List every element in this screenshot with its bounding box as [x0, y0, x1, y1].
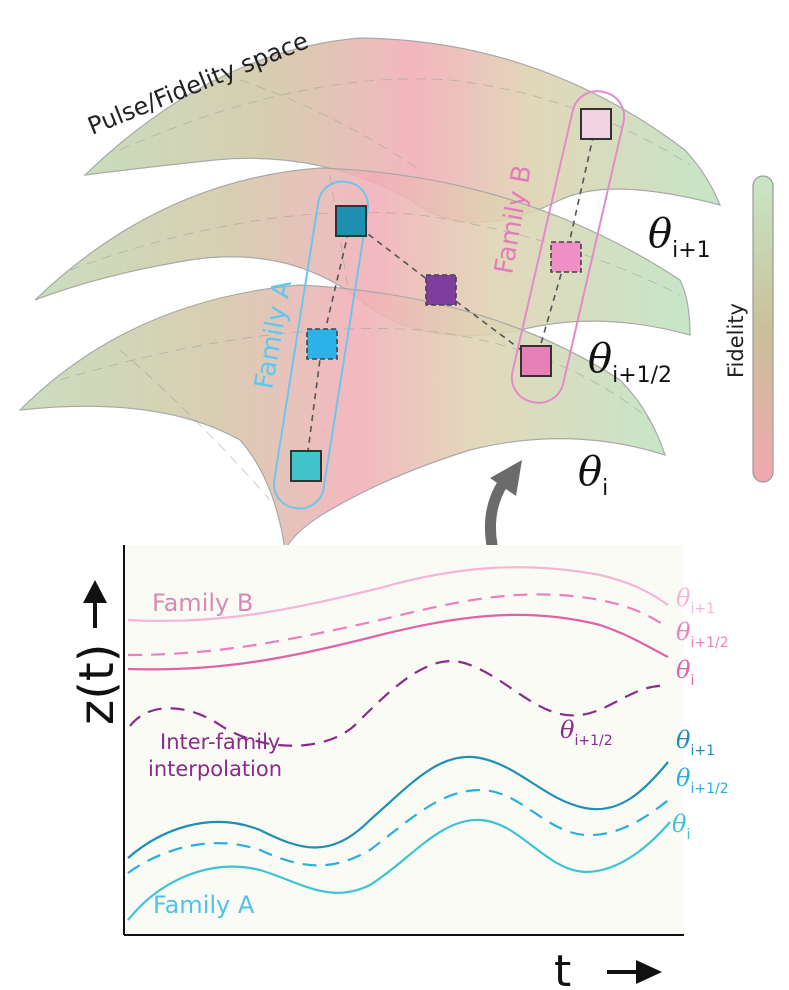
surface-top: [83, 37, 722, 223]
svg-text:θi: θi: [578, 449, 608, 501]
theta-sub: i+1/2: [574, 733, 612, 749]
theta-sub: i+1: [672, 238, 711, 263]
theta-symbol: θ: [676, 584, 691, 612]
family-a-theta-mid: θi+1/2: [676, 764, 729, 797]
plot-background: [124, 545, 684, 935]
inter-curve-theta: θi+1/2: [560, 716, 613, 749]
svg-text:θi+1/2: θi+1/2: [588, 336, 672, 388]
inter-square: [425, 274, 457, 306]
theta-symbol: θ: [676, 764, 691, 792]
theta-symbol: θ: [560, 716, 575, 744]
inter-label-line2: interpolation: [148, 757, 282, 781]
family-b-theta-top: θi+1: [676, 584, 715, 617]
x-axis-label: t: [554, 946, 571, 990]
y-axis-arrow: [83, 580, 107, 628]
family-a-capsule: [272, 180, 370, 510]
theta-sub: i: [602, 476, 608, 501]
theta-symbol: θ: [676, 656, 691, 684]
theta-sub: i+1: [690, 743, 715, 759]
surface-label-bottom: θi: [578, 449, 608, 501]
theta-symbol: θ: [648, 211, 672, 257]
pulse-squares: [290, 108, 612, 482]
surface-label-mid: θi+1/2: [588, 336, 672, 388]
theta-sub: i: [686, 827, 690, 843]
theta-sub: i+1/2: [612, 363, 672, 388]
surface-label-top: θi+1: [648, 211, 711, 263]
theta-symbol: θ: [676, 726, 691, 754]
family-a-square-mid: [306, 328, 338, 360]
surface-mid: [34, 167, 691, 337]
svg-text:θi+1: θi+1: [648, 211, 711, 263]
family-b-square-top: [580, 108, 612, 140]
family-b-square-mid: [550, 241, 582, 273]
theta-sub: i+1/2: [690, 781, 728, 797]
colorbar-label: Fidelity: [724, 303, 748, 378]
theta-symbol: θ: [672, 810, 687, 838]
theta-symbol: θ: [578, 449, 602, 495]
family-a-square-top: [335, 205, 367, 237]
family-b-theta-bottom: θi: [676, 656, 694, 689]
y-axis-label: z(t): [69, 644, 125, 725]
theta-sub: i: [690, 673, 694, 689]
theta-symbol: θ: [588, 336, 612, 382]
family-b-curve-top: [127, 566, 669, 623]
fidelity-colorbar: Fidelity: [724, 175, 774, 483]
family-b-plot-label: Family B: [152, 589, 253, 617]
family-b-square-bottom: [520, 345, 552, 377]
family-a-plot-label: Family A: [153, 891, 255, 919]
curved-arrow: [484, 460, 522, 551]
surface-bottom: [18, 284, 666, 552]
family-a-square-bottom: [290, 450, 322, 482]
family-a-theta-bottom: θi: [672, 810, 690, 843]
family-a-theta-top: θi+1: [676, 726, 715, 759]
inter-curve: [129, 659, 669, 747]
family-b-curve-bottom: [127, 613, 669, 671]
plot-area: [123, 545, 684, 936]
family-b-theta-mid: θi+1/2: [676, 618, 729, 651]
curves: [127, 566, 673, 921]
family-a-curve-top: [127, 755, 669, 859]
inter-label-line1: Inter-family: [160, 730, 280, 754]
colorbar-bar: [752, 175, 774, 483]
theta-symbol: θ: [676, 618, 691, 646]
theta-sub: i+1: [690, 601, 715, 617]
family-a-curve-bottom: [127, 818, 671, 921]
family-b-capsule: [510, 90, 626, 404]
theta-sub: i+1/2: [690, 635, 728, 651]
x-axis-arrow: [607, 960, 662, 984]
